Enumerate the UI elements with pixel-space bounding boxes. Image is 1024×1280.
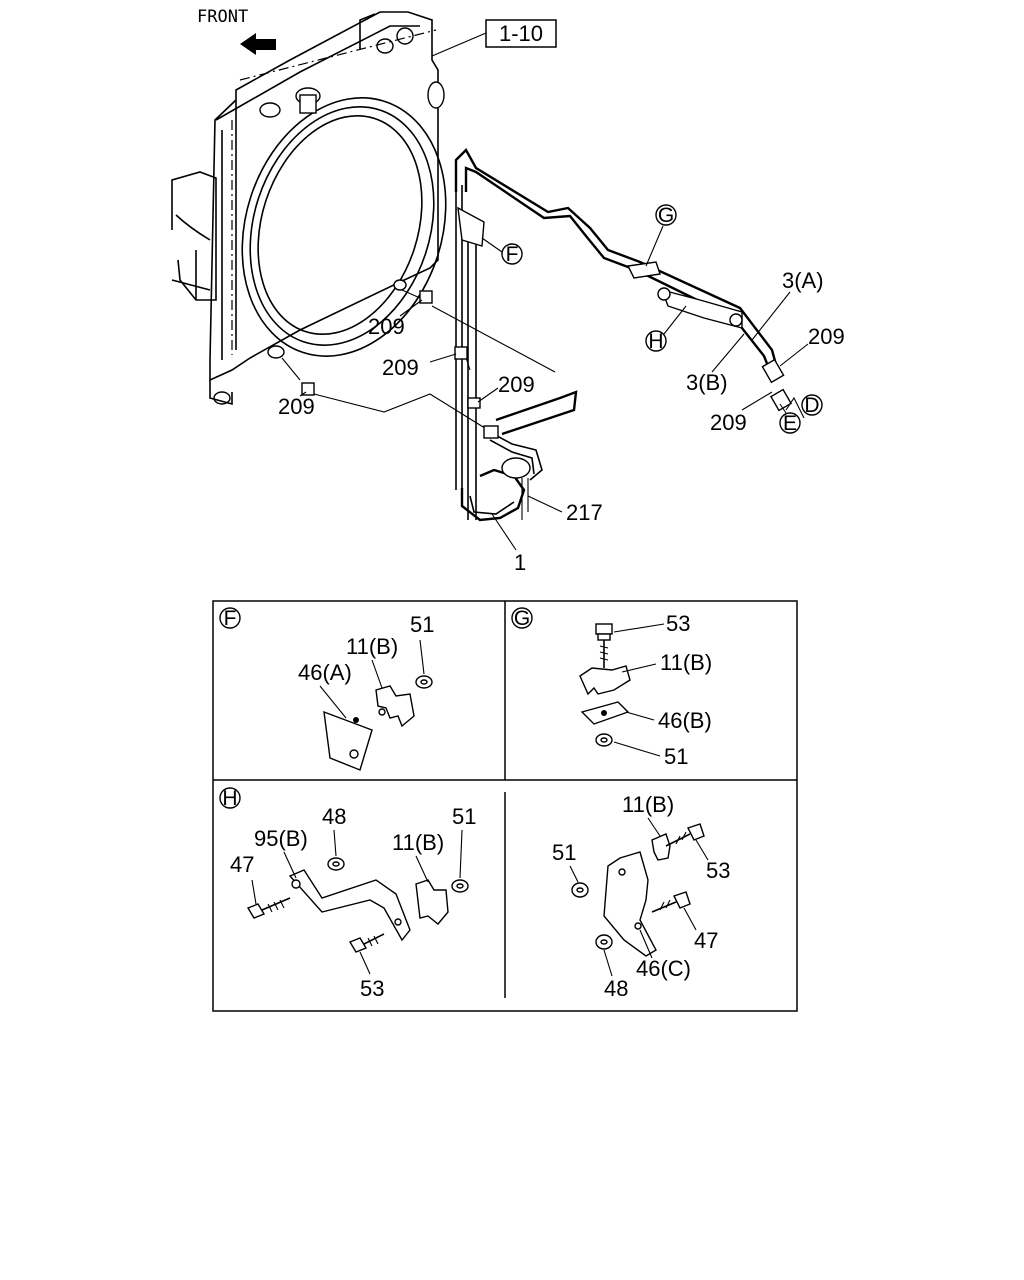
detail-h-47: 47 [230,852,254,877]
detail-f-46a: 46(A) [298,660,352,685]
callout-g-circle [655,204,677,226]
callout-217: 217 [566,500,603,525]
callout-d-circle [801,394,823,416]
callout-f-circle [501,243,523,265]
callout-h: H [648,330,663,353]
radiator-drawing [171,11,447,406]
detail-hr-46c: 46(C) [636,956,691,981]
callout-209-middle: 209 [382,355,419,380]
detail-hr-47: 47 [694,928,718,953]
detail-hr-48: 48 [604,976,628,1001]
callout-209-right-lower: 209 [710,410,747,435]
callout-209-right-upper: 209 [808,324,845,349]
detail-h-95b: 95(B) [254,826,308,851]
detail-g-46b: 46(B) [658,708,712,733]
front-label: FRONT [197,7,248,27]
detail-f-51: 51 [410,612,434,637]
detail-hr-51: 51 [552,840,576,865]
detail-h-51: 51 [452,804,476,829]
callout-g: G [658,204,674,227]
callout-3a: 3(A) [782,268,824,293]
detail-f-title: F [224,607,237,630]
detail-panels [212,600,798,1012]
reference-box: 1-10 [431,19,557,57]
detail-f-11b: 11(B) [346,634,398,659]
callout-e-circle [779,412,801,434]
detail-g-53: 53 [666,611,690,636]
detail-g-11b: 11(B) [660,650,712,675]
oil-lines-drawing [301,148,805,522]
detail-h-title: H [222,787,237,810]
callout-3b: 3(B) [686,370,728,395]
detail-h-11b: 11(B) [392,830,444,855]
detail-g-title: G [514,607,530,630]
main-callouts: G F H D E 3(A) 3(B) 209 209 209 209 209 … [278,204,845,575]
detail-hr-53: 53 [706,858,730,883]
callout-h-circle [645,330,667,352]
detail-f: F 51 11(B) 46(A) [219,607,434,771]
detail-g: G 53 11(B) 46(B) 51 [511,607,712,769]
front-indicator: FRONT [197,7,276,55]
callout-f: F [506,243,519,266]
front-arrow-icon [240,33,276,55]
callout-209-center-right: 209 [498,372,535,397]
detail-h-53: 53 [360,976,384,1001]
callout-209-upper: 209 [368,314,405,339]
reference-box-label: 1-10 [499,21,543,46]
callout-d: D [804,394,819,417]
detail-hr-11b: 11(B) [622,792,674,817]
callout-e: E [783,412,797,435]
detail-g-51: 51 [664,744,688,769]
detail-h-right: 11(B) 51 53 47 46(C) 48 [552,792,730,1001]
detail-h-left: H 48 51 95(B) 11(B) 47 53 [219,787,476,1001]
callout-1: 1 [514,550,526,575]
detail-h-48: 48 [322,804,346,829]
callout-209-left: 209 [278,394,315,419]
